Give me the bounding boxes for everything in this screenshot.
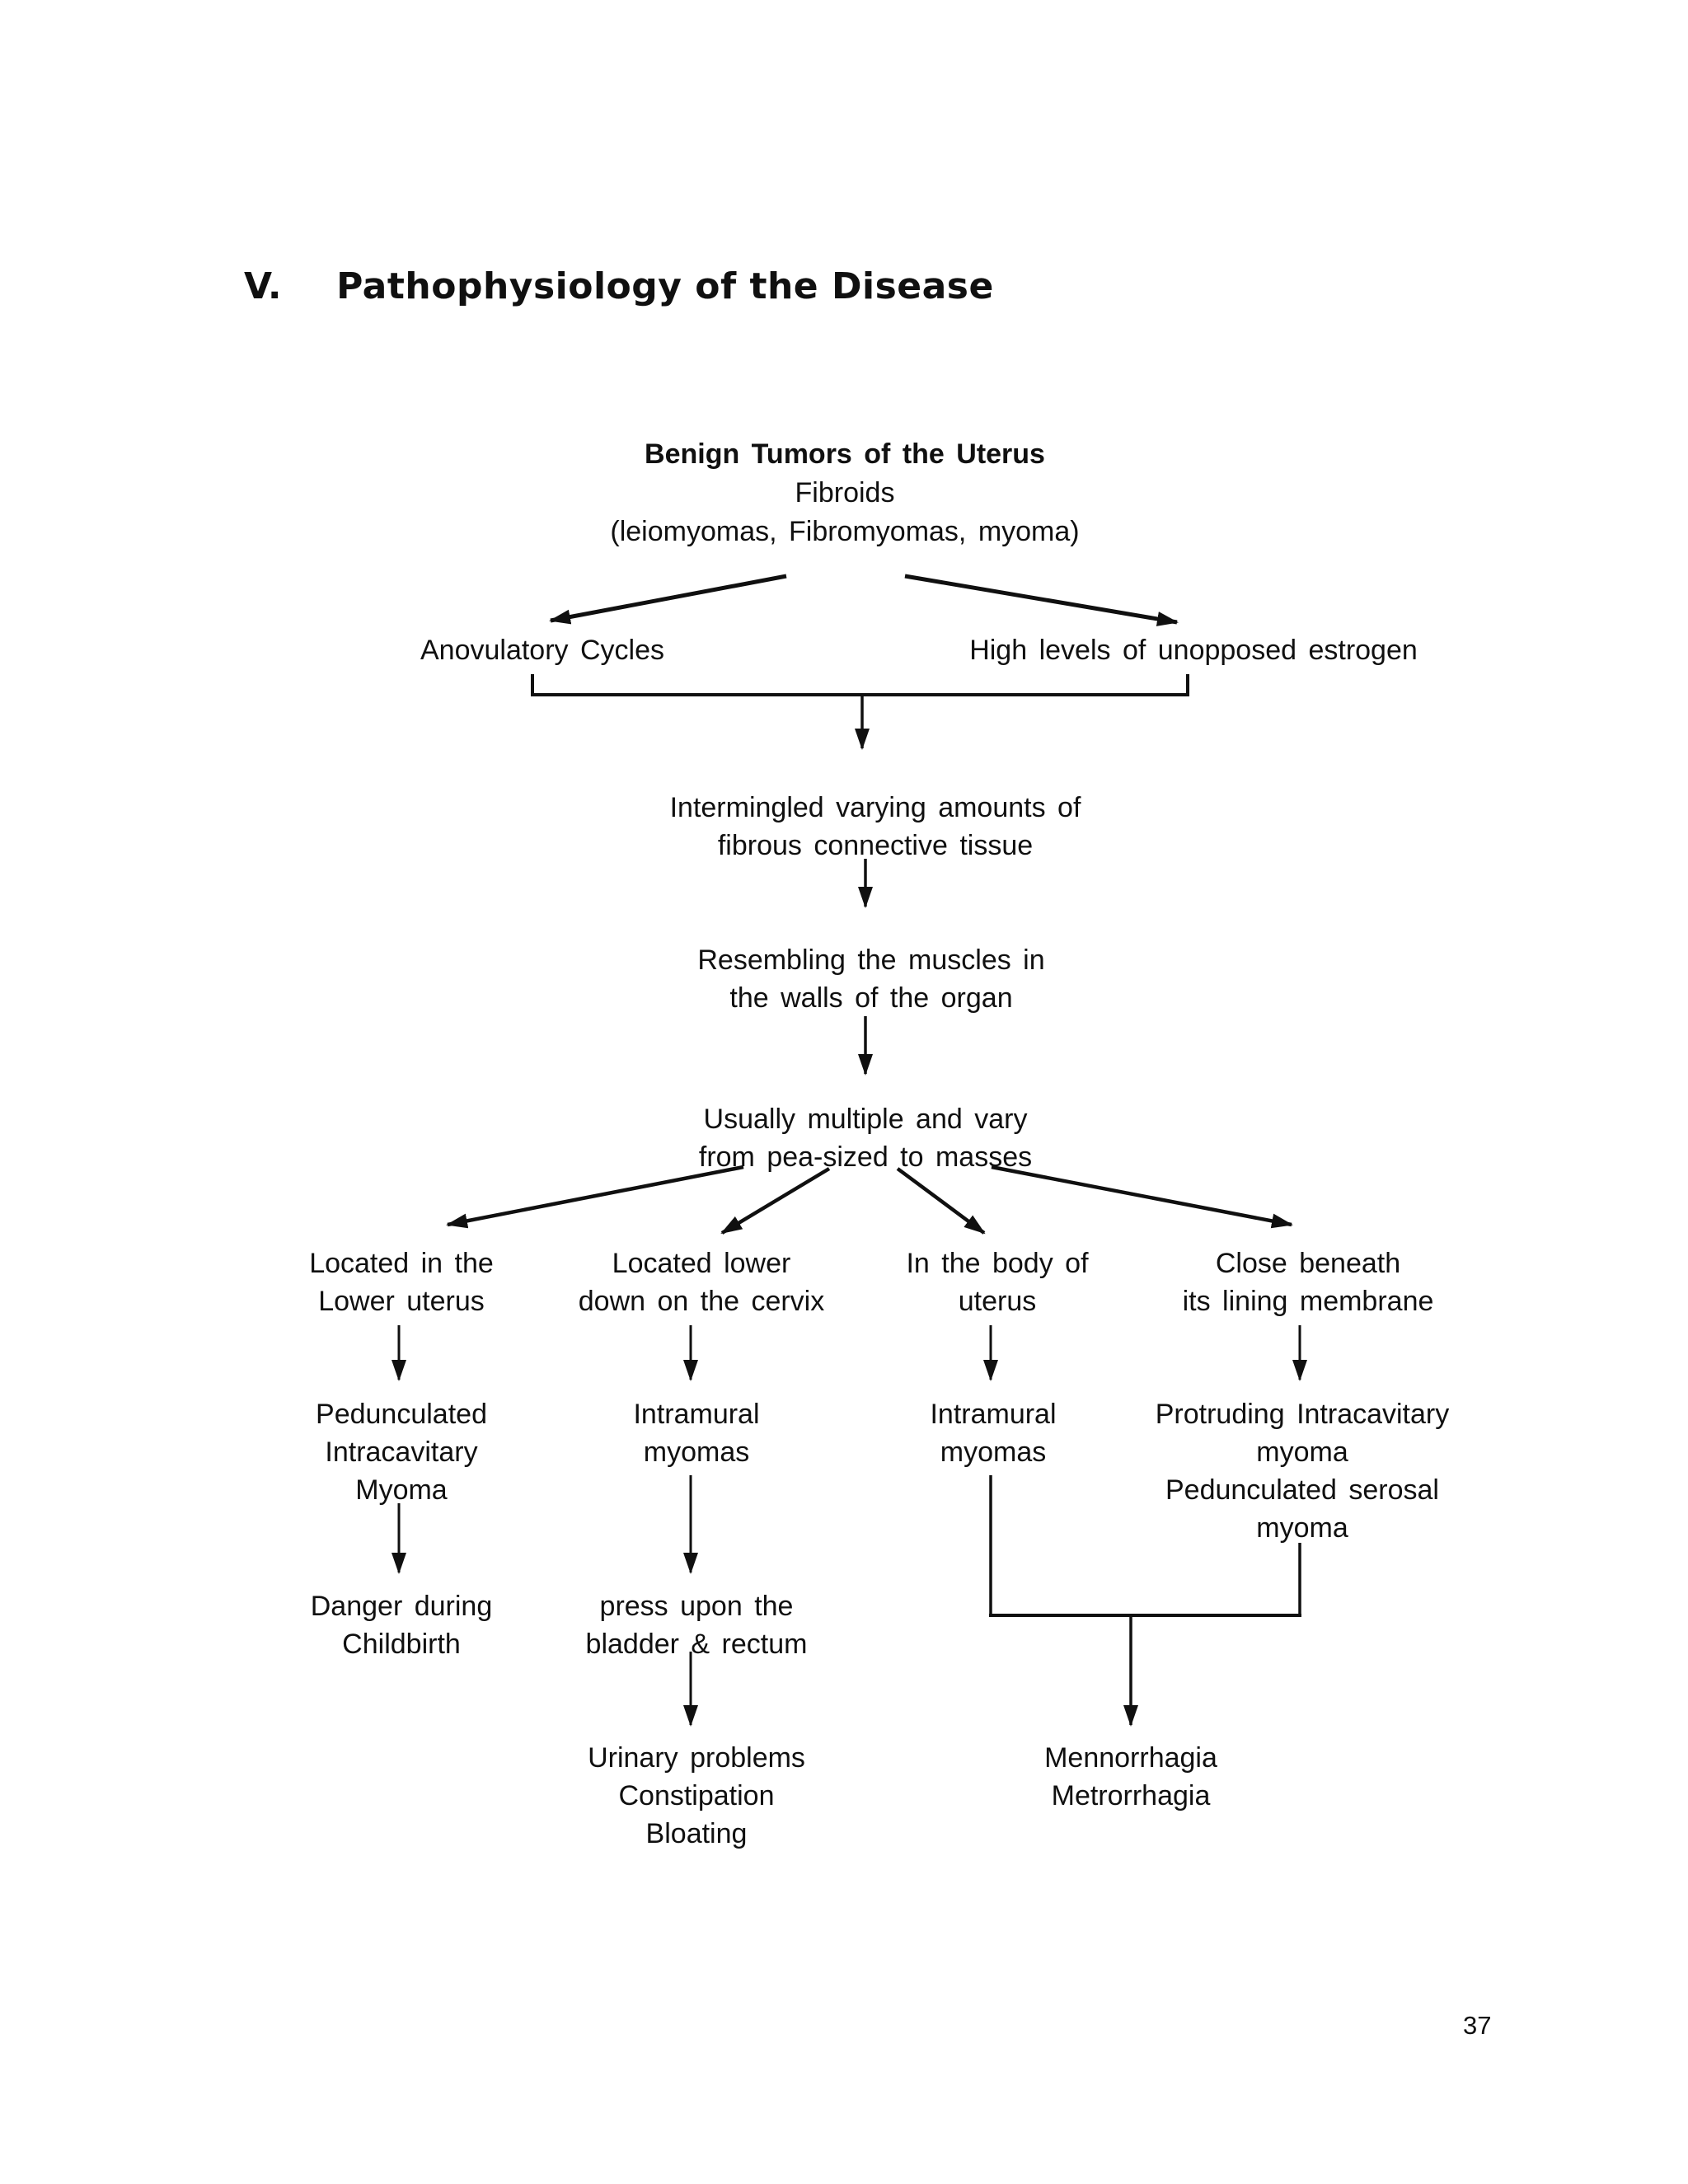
branch3-location-line2: uterus bbox=[958, 1286, 1037, 1317]
branch1-type-line1: Pedunculated bbox=[316, 1399, 487, 1430]
branch3-type-line2: myomas bbox=[940, 1436, 1047, 1468]
branch4-location-line2: its lining membrane bbox=[1182, 1286, 1434, 1317]
branch4-location-node: Close beneath its lining membrane bbox=[1183, 1244, 1434, 1320]
branch2-type-node: Intramural myomas bbox=[633, 1395, 759, 1471]
branch2-type-line1: Intramural bbox=[633, 1399, 760, 1430]
arrow-root-to-right-cause bbox=[904, 574, 1179, 626]
branch2-result-line1: Urinary problems bbox=[588, 1742, 805, 1774]
merged-result-node: Mennorrhagia Metrorrhagia bbox=[1044, 1739, 1217, 1815]
section-heading: V. Pathophysiology of the Disease bbox=[244, 265, 994, 307]
branch2-result-line2: Constipation bbox=[618, 1780, 775, 1811]
branch4-type-line3: Pedunculated serosal bbox=[1165, 1474, 1439, 1506]
arrow-spread-branch3 bbox=[896, 1167, 986, 1235]
sequence-node-1: Intermingled varying amounts of fibrous … bbox=[670, 789, 1081, 865]
branch1-effect-line2: Childbirth bbox=[342, 1629, 461, 1660]
sequence-2-line2: the walls of the organ bbox=[729, 982, 1013, 1014]
arrow-spread-branch2 bbox=[720, 1167, 831, 1235]
branch4-location-line1: Close beneath bbox=[1215, 1248, 1401, 1279]
sequence-node-3: Usually multiple and vary from pea-sized… bbox=[699, 1100, 1032, 1176]
sequence-3-line2: from pea-sized to masses bbox=[698, 1141, 1033, 1173]
branch1-type-line3: Myoma bbox=[355, 1474, 448, 1506]
merged-result-line2: Metrorrhagia bbox=[1051, 1780, 1211, 1811]
branch4-type-node: Protruding Intracavitary myoma Peduncula… bbox=[1156, 1395, 1450, 1547]
branch3-type-node: Intramural myomas bbox=[930, 1395, 1056, 1471]
section-title: Pathophysiology of the Disease bbox=[336, 265, 994, 307]
branch2-effect-node: press upon the bladder & rectum bbox=[586, 1587, 808, 1663]
sequence-2-line1: Resembling the muscles in bbox=[697, 944, 1045, 976]
branch2-result-node: Urinary problems Constipation Bloating bbox=[588, 1739, 805, 1853]
branch2-result-line3: Bloating bbox=[645, 1818, 748, 1849]
branch1-type-node: Pedunculated Intracavitary Myoma bbox=[316, 1395, 487, 1509]
root-node: Benign Tumors of the Uterus Fibroids (le… bbox=[610, 435, 1079, 551]
branch2-effect-line2: bladder & rectum bbox=[585, 1629, 808, 1660]
merged-result-line1: Mennorrhagia bbox=[1044, 1742, 1217, 1774]
arrow-spread-branch1 bbox=[446, 1165, 744, 1229]
branch1-location-node: Located in the Lower uterus bbox=[309, 1244, 494, 1320]
root-synonyms: (leiomyomas, Fibromyomas, myoma) bbox=[610, 516, 1080, 547]
branch1-effect-node: Danger during Childbirth bbox=[311, 1587, 492, 1663]
cause-right-node: High levels of unopposed estrogen bbox=[969, 635, 1418, 666]
branch1-location-line1: Located in the bbox=[309, 1248, 494, 1279]
branch3-location-line1: In the body of bbox=[906, 1248, 1089, 1279]
root-title: Benign Tumors of the Uterus bbox=[645, 438, 1045, 470]
cause-left-node: Anovulatory Cycles bbox=[420, 635, 665, 666]
page-number: 37 bbox=[1463, 2011, 1492, 2040]
branch2-effect-line1: press upon the bbox=[599, 1591, 794, 1622]
branch1-type-line2: Intracavitary bbox=[325, 1436, 478, 1468]
branch4-type-line1: Protruding Intracavitary bbox=[1155, 1399, 1450, 1430]
branch3-type-line1: Intramural bbox=[930, 1399, 1057, 1430]
branch4-type-line4: myoma bbox=[1256, 1512, 1348, 1544]
sequence-3-line1: Usually multiple and vary bbox=[703, 1104, 1028, 1135]
branch2-type-line2: myomas bbox=[643, 1436, 750, 1468]
causes-merge-bracket bbox=[531, 674, 1189, 696]
section-number: V. bbox=[244, 265, 283, 307]
root-name: Fibroids bbox=[795, 477, 895, 509]
arrow-root-to-left-cause bbox=[549, 574, 787, 625]
sequence-1-line2: fibrous connective tissue bbox=[717, 830, 1034, 861]
sequence-node-2: Resembling the muscles in the walls of t… bbox=[697, 941, 1044, 1017]
sequence-1-line1: Intermingled varying amounts of bbox=[669, 792, 1081, 823]
branch4-type-line2: myoma bbox=[1256, 1436, 1348, 1468]
arrow-spread-branch4 bbox=[991, 1165, 1293, 1229]
branch2-location-node: Located lower down on the cervix bbox=[579, 1244, 825, 1320]
branch2-location-line1: Located lower bbox=[612, 1248, 791, 1279]
branch2-location-line2: down on the cervix bbox=[578, 1286, 825, 1317]
branch1-effect-line1: Danger during bbox=[310, 1591, 493, 1622]
branch3-location-node: In the body of uterus bbox=[906, 1244, 1088, 1320]
branch1-location-line2: Lower uterus bbox=[318, 1286, 485, 1317]
